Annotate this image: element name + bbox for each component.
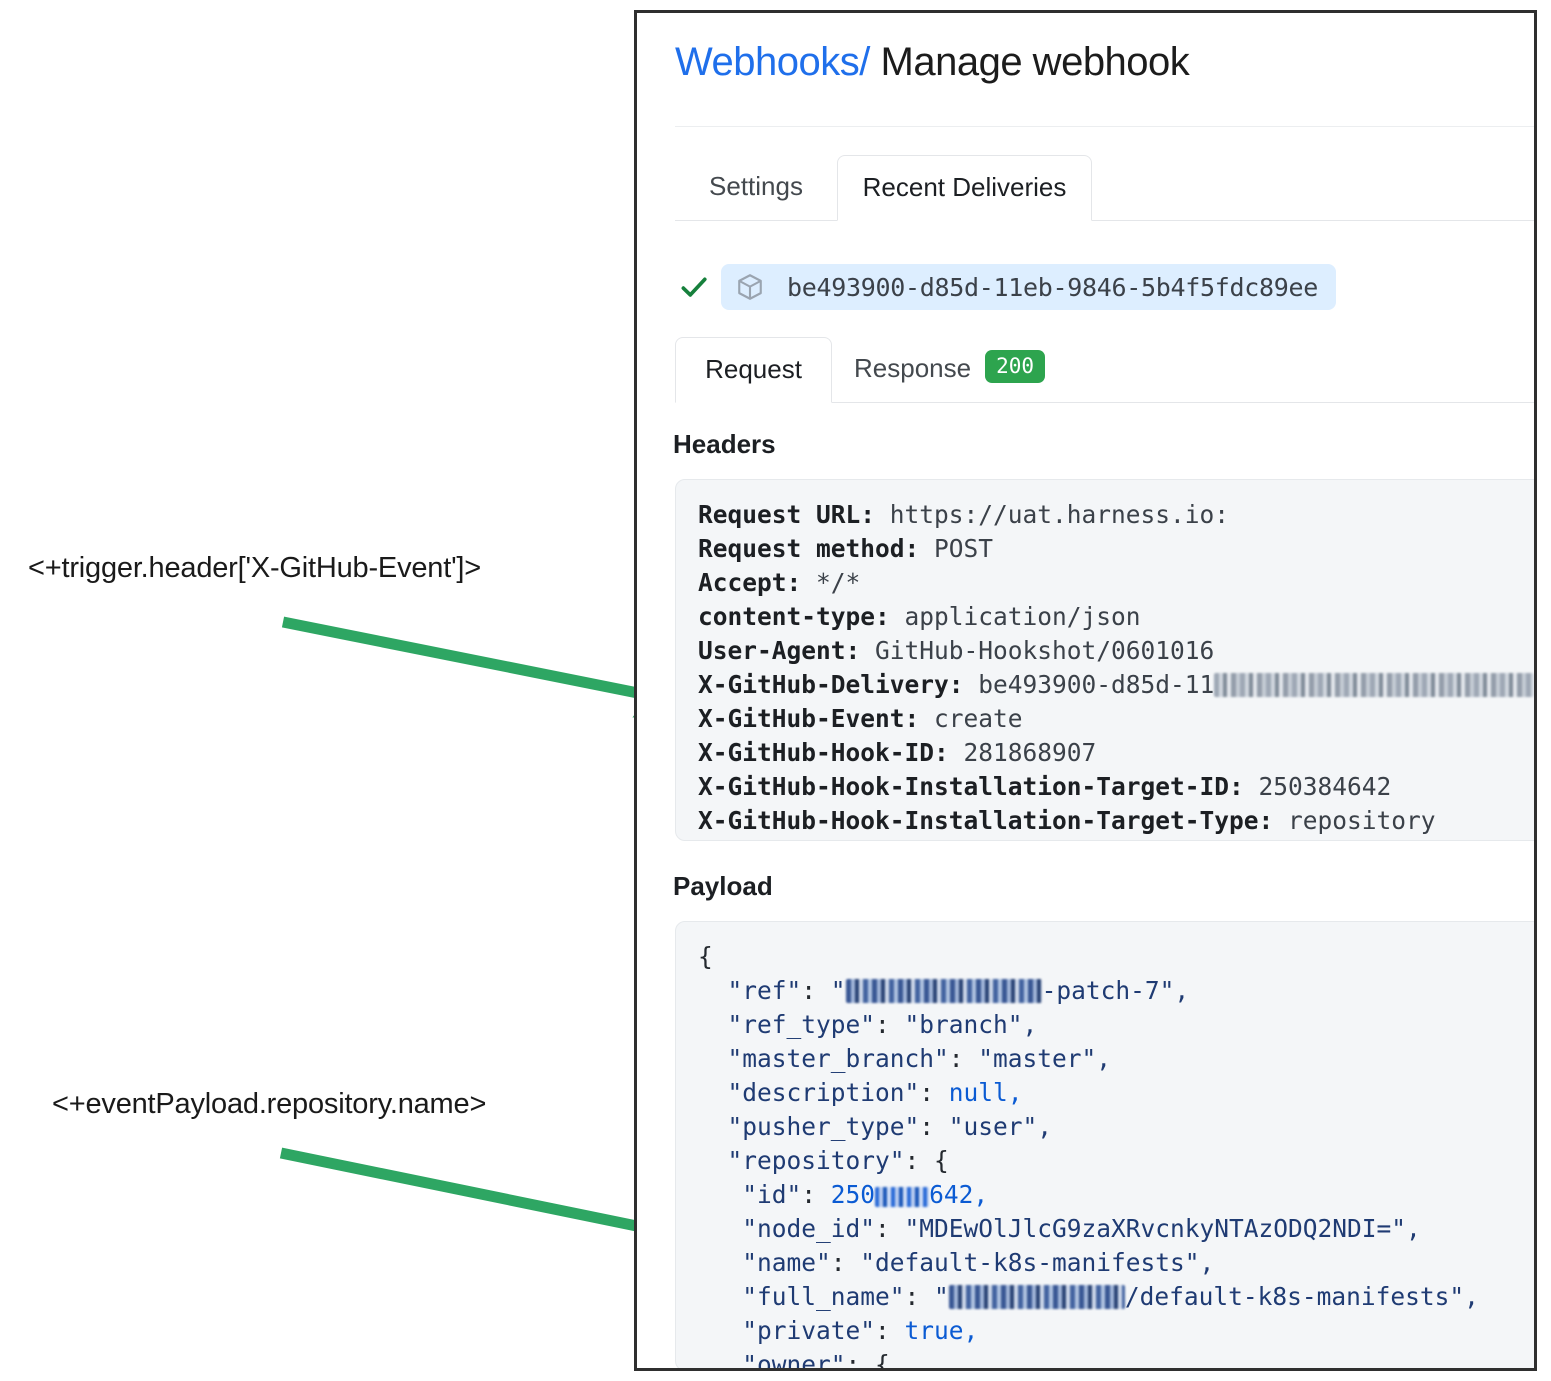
delivery-row[interactable]: be493900-d85d-11eb-9846-5b4f5fdc89ee [677, 261, 1337, 313]
tab-response-label: Response [854, 353, 972, 383]
redacted-delivery-id [1214, 673, 1534, 697]
status-badge: 200 [985, 350, 1046, 383]
check-icon [681, 277, 707, 297]
header-line: X-GitHub-Hook-ID: 281868907 [698, 738, 1097, 767]
annotation-event-payload: <+eventPayload.repository.name> [52, 1088, 487, 1120]
tab-recent-deliveries[interactable]: Recent Deliveries [837, 155, 1092, 221]
payload-section-label: Payload [673, 871, 773, 901]
redacted-repo-id [875, 1187, 930, 1207]
header-line: Accept: */* [698, 568, 861, 597]
breadcrumb-webhooks-link[interactable]: Webhooks [675, 40, 860, 84]
delivery-id-text: be493900-d85d-11eb-9846-5b4f5fdc89ee [787, 272, 1319, 302]
header-line: X-GitHub-Hook-Installation-Target-Type: … [698, 806, 1436, 835]
header-line: User-Agent: GitHub-Hookshot/0601016 [698, 636, 1215, 665]
page-title: Webhooks/ Manage webhook [675, 40, 1190, 85]
rr-tabstrip-underline [675, 402, 1534, 403]
redacted-username [845, 979, 1042, 1003]
manage-webhook-card: Webhooks/ Manage webhook Settings Recent… [634, 10, 1537, 1371]
payload-line: "repository": { [727, 1146, 949, 1175]
header-line: content-type: application/json [698, 602, 1141, 631]
redacted-owner-name [948, 1285, 1125, 1309]
breadcrumb-current: Manage webhook [880, 40, 1190, 84]
package-icon [738, 274, 762, 300]
payload-line-ref: "ref": "-patch-7", [727, 976, 1190, 1005]
webhook-tabstrip: Settings Recent Deliveries [675, 155, 1534, 221]
request-response-tabstrip: Request Response 200 [675, 337, 1534, 403]
payload-line: "description": null, [727, 1078, 1023, 1107]
payload-line: "owner": { [742, 1350, 890, 1371]
payload-line: "private": true, [742, 1316, 979, 1345]
arrow-to-github-event [281, 616, 694, 718]
payload-line-fullname: "full_name": "/default-k8s-manifests", [742, 1282, 1479, 1311]
tab-settings[interactable]: Settings [709, 171, 803, 201]
payload-line: "node_id": "MDEwOlJlcG9zaXRvcnkyNTAzODQ2… [742, 1214, 1421, 1243]
annotation-trigger-header: <+trigger.header['X-GitHub-Event']> [28, 552, 482, 584]
header-line: Request method: POST [698, 534, 994, 563]
headers-section-label: Headers [673, 429, 776, 459]
payload-line: { [698, 942, 713, 971]
header-line: Request URL: https://uat.harness.io: [698, 500, 1230, 529]
payload-line: "pusher_type": "user", [727, 1112, 1053, 1141]
header-line-event: X-GitHub-Event: create [698, 704, 1023, 733]
headers-code-block: Request URL: https://uat.harness.io: Req… [675, 479, 1534, 841]
tab-response[interactable]: Response 200 [832, 337, 1084, 403]
payload-line-name: "name": "default-k8s-manifests", [742, 1248, 1215, 1277]
payload-code-block: { "ref": "-patch-7", "ref_type": "branch… [675, 921, 1534, 1371]
header-line-delivery: X-GitHub-Delivery: be493900-d85d-11 [698, 668, 1534, 702]
title-divider [675, 126, 1534, 127]
payload-line: "master_branch": "master", [727, 1044, 1112, 1073]
tabstrip-underline [675, 220, 1534, 221]
delivery-id-pill[interactable]: be493900-d85d-11eb-9846-5b4f5fdc89ee [721, 264, 1337, 310]
breadcrumb-separator: / [859, 40, 870, 84]
payload-line: "ref_type": "branch", [727, 1010, 1038, 1039]
header-line: X-GitHub-Hook-Installation-Target-ID: 25… [698, 772, 1392, 801]
tab-request[interactable]: Request [675, 337, 832, 403]
